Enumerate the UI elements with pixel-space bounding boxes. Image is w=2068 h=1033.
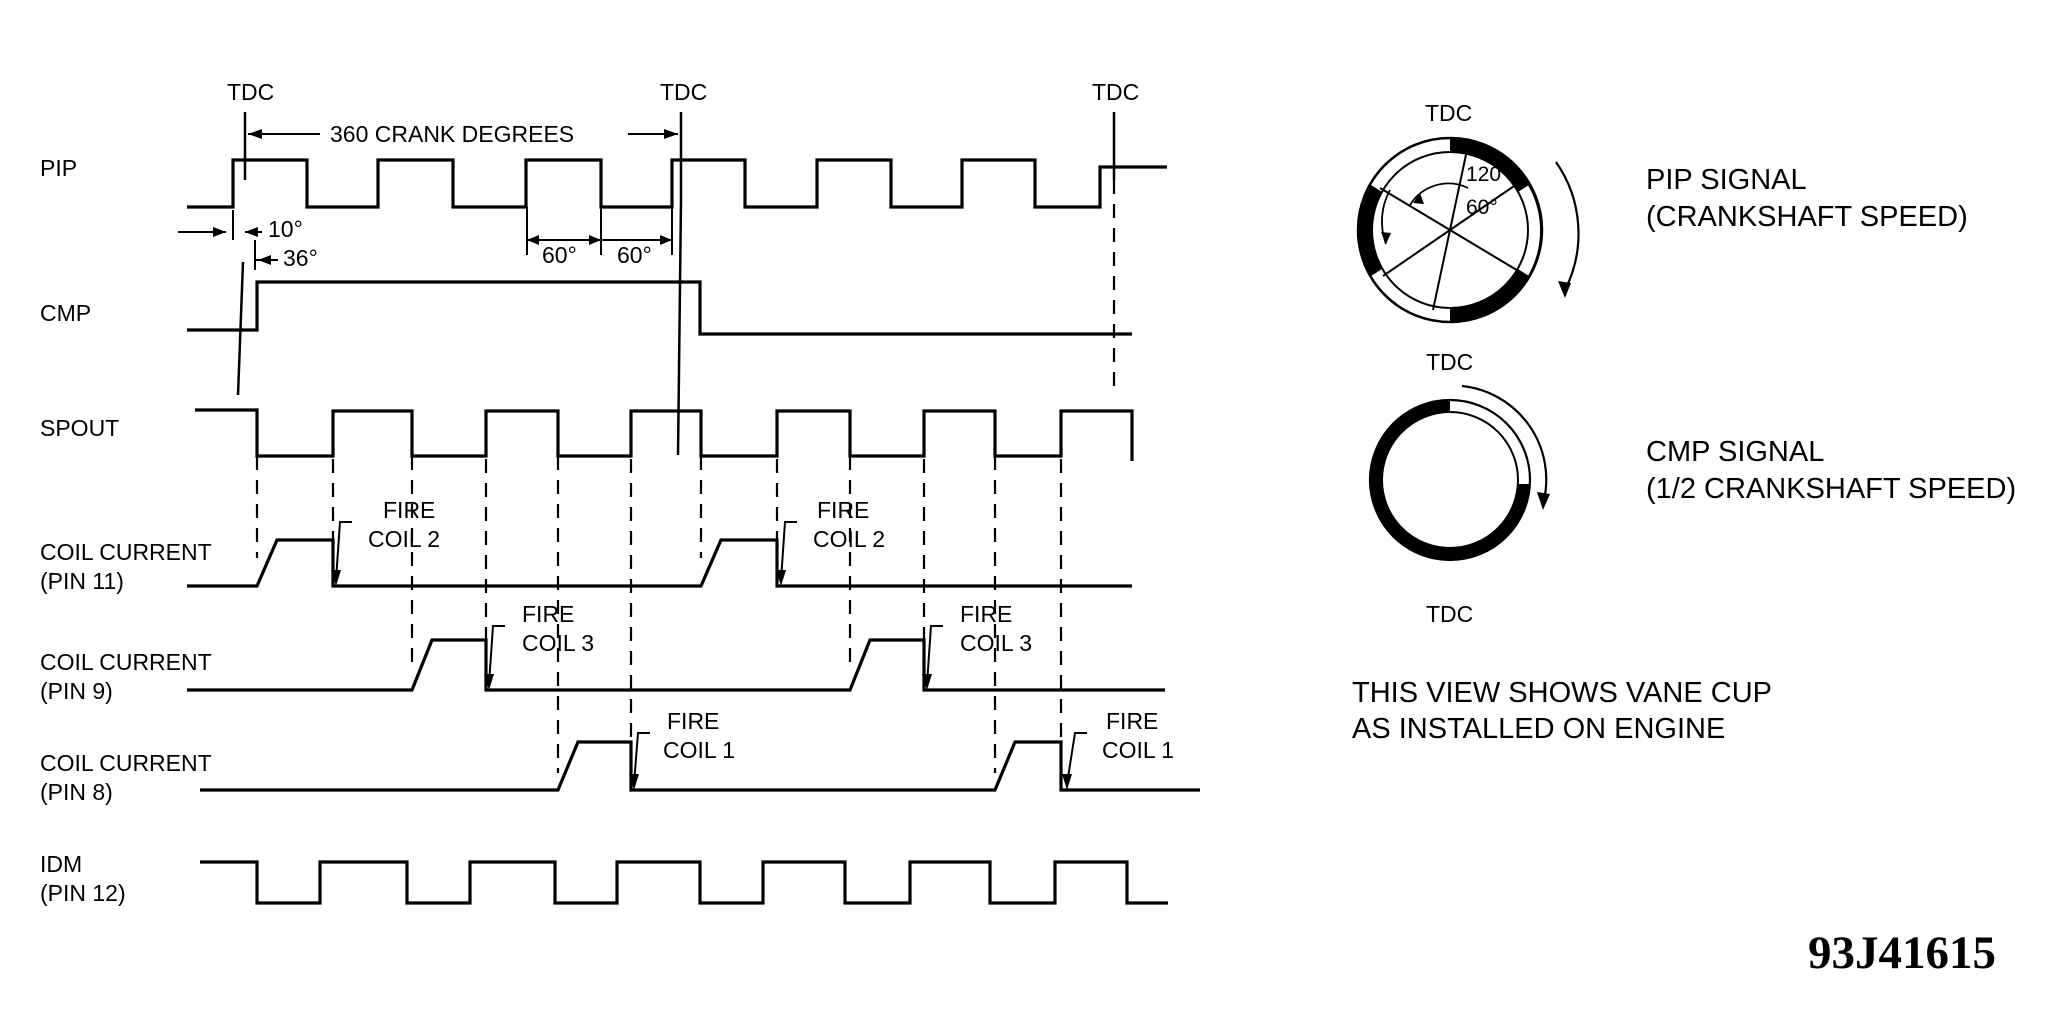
sixty-degree-dimensions: 60° 60° (526, 207, 673, 268)
angle-36-label: 36° (283, 245, 318, 271)
angle-120-label: 120° (1466, 163, 1509, 186)
angle-10-label: 10° (268, 216, 303, 242)
coil-label: COIL 2 (813, 526, 885, 552)
coil-label: COIL 3 (960, 630, 1032, 656)
fire-label: FIRE (1106, 708, 1158, 734)
fire-coil-3-callout-1: FIRE COIL 3 (484, 601, 594, 690)
cmp-signal-title: CMP SIGNAL (1646, 436, 1824, 468)
cmp-waveform (187, 280, 1132, 336)
cmp-signal-label: CMP (40, 300, 91, 326)
vane-cup-note-line2: AS INSTALLED ON ENGINE (1352, 713, 1725, 745)
coil-label: COIL 1 (1102, 737, 1174, 763)
tdc-label-3: TDC (1092, 79, 1139, 105)
offset-dimensions: 10° 36° (178, 210, 318, 271)
timing-diagram: TDC TDC TDC 360 CRANK DEGREES PIP 10° (40, 79, 1200, 906)
idm-label: IDM (40, 851, 82, 877)
spout-signal-label: SPOUT (40, 415, 119, 441)
pip-signal-subtitle: (CRANKSHAFT SPEED) (1646, 201, 1968, 233)
vane-cup-view: TDC 120° 60° TDC (1352, 100, 2016, 745)
coil-pin8-label: COIL CURRENT (40, 750, 212, 776)
coil-pin9-pin: (PIN 9) (40, 678, 113, 704)
spout-waveform (195, 408, 1134, 461)
fire-label: FIRE (817, 497, 869, 523)
coil-label: COIL 3 (522, 630, 594, 656)
tdc-line-2-extension (676, 199, 683, 456)
angle-60-cup-label: 60° (1466, 196, 1498, 219)
pip-cup-tdc-label: TDC (1425, 100, 1472, 126)
pip-vane-cup: TDC 120° 60° TDC (1356, 100, 1580, 375)
crank-degrees-label: 360 CRANK DEGREES (330, 121, 574, 147)
idm-pin: (PIN 12) (40, 880, 126, 906)
figure-id: 93J41615 (1808, 927, 1996, 979)
cmp-signal-subtitle: (1/2 CRANKSHAFT SPEED) (1646, 473, 2016, 505)
coil-pin8-waveform (200, 740, 1200, 792)
vane-cup-note-line1: THIS VIEW SHOWS VANE CUP (1352, 677, 1772, 709)
fire-label: FIRE (522, 601, 574, 627)
coil-pin9-waveform (187, 638, 1165, 692)
fire-coil-1-callout-2: FIRE COIL 1 (1062, 708, 1174, 790)
tdc-label-2: TDC (660, 79, 707, 105)
fire-label: FIRE (960, 601, 1012, 627)
pip-signal-title: PIP SIGNAL (1646, 164, 1807, 196)
fire-coil-2-callout-1: FIRE COIL 2 (331, 497, 440, 586)
pip-cup-bottom-tdc: TDC (1426, 349, 1473, 375)
angle-60-label-1: 60° (542, 242, 577, 268)
cmp-cup-tdc-label: TDC (1426, 601, 1473, 627)
pip-waveform (187, 158, 1167, 209)
spout-dash-lines (255, 411, 1063, 773)
idm-waveform (200, 860, 1168, 905)
tdc-label-1: TDC (227, 79, 274, 105)
coil-pin11-pin: (PIN 11) (40, 568, 124, 594)
fire-label: FIRE (667, 708, 719, 734)
fire-coil-2-callout-2: FIRE COIL 2 (776, 497, 885, 586)
fire-coil-3-callout-2: FIRE COIL 3 (922, 601, 1032, 690)
fire-coil-1-callout-1: FIRE COIL 1 (629, 708, 735, 790)
coil-pin11-waveform (187, 538, 1132, 588)
coil-pin11-label: COIL CURRENT (40, 539, 212, 565)
coil-label: COIL 2 (368, 526, 440, 552)
crank-degrees-dimension: 360 CRANK DEGREES (248, 121, 678, 147)
coil-pin9-label: COIL CURRENT (40, 649, 212, 675)
cmp-edge-marker (236, 261, 245, 396)
fire-label: FIRE (383, 497, 435, 523)
pip-signal-label: PIP (40, 155, 77, 181)
coil-label: COIL 1 (663, 737, 735, 763)
coil-pin8-pin: (PIN 8) (40, 779, 113, 805)
angle-60-label-2: 60° (617, 242, 652, 268)
cmp-vane-cup: TDC (1368, 384, 1550, 627)
